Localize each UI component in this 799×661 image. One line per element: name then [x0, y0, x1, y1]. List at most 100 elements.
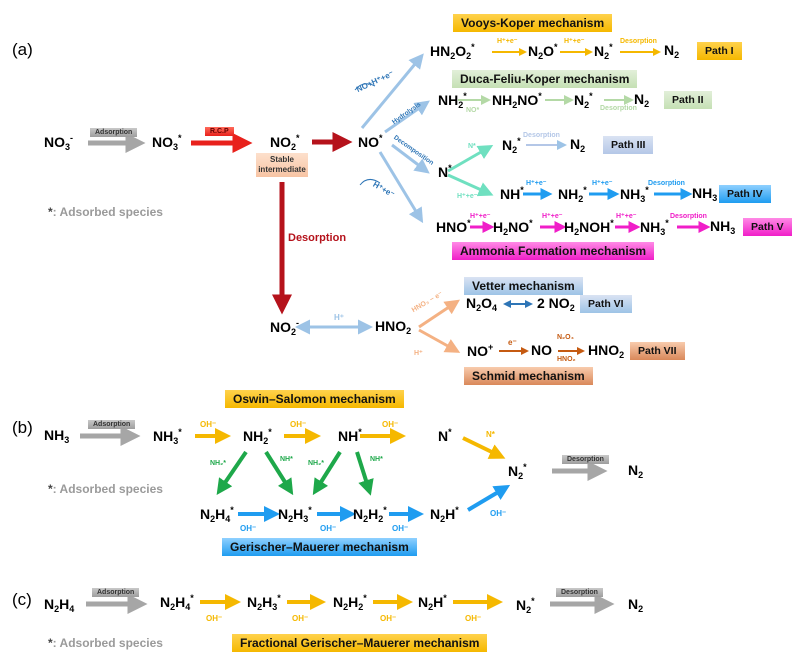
species-n2o-star: N2O* [528, 42, 558, 61]
branch-to-path-v [378, 151, 424, 224]
desorption-label-iii: Desorption [523, 132, 560, 139]
gerischer-mauerer-title: Gerischer–Mauerer mechanism [222, 538, 417, 556]
oh-label-g4: OH⁻ [490, 509, 507, 518]
species-n2h2-star-c: N2H2* [333, 593, 367, 612]
branch-to-path-i [360, 53, 424, 129]
h-e-label-iv1: H⁺+e⁻ [526, 180, 547, 187]
species-n-star-a: N* [438, 163, 452, 180]
species-nh3-star-v: NH3* [640, 218, 669, 237]
species-n2h-star-c: N2H* [418, 593, 447, 612]
species-nh3-iv: NH3 [692, 185, 718, 203]
species-no3-minus: NO3- [44, 133, 74, 152]
vooys-koper-title: Vooys-Koper mechanism [453, 14, 613, 32]
species-no3-star: NO3* [152, 133, 182, 152]
n-star-label-b: N* [486, 430, 495, 439]
oh-label-b1: OH⁻ [200, 420, 217, 429]
species-nh2-star-iv: NH2* [558, 185, 587, 204]
species-nh3-star-iv: NH3* [620, 185, 649, 204]
h-e-label-i1: H⁺+e⁻ [497, 38, 518, 45]
n2o4-catalyst-label: N₂O₄ [557, 334, 574, 341]
h-e-label-v2: H⁺+e⁻ [542, 213, 563, 220]
nh-star-label-g1: NH* [280, 456, 293, 463]
h-plus-label-peach: H⁺ [414, 350, 423, 357]
species-no-star: NO* [358, 133, 383, 150]
species-n2h4-star-c: N2H4* [160, 593, 194, 612]
branch-to-path-ii [384, 100, 430, 134]
species-n2h2-star-b: N2H2* [353, 505, 387, 524]
desorption-label-iv: Desorption [648, 180, 685, 187]
species-h2no-star: H2NO* [493, 218, 533, 237]
species-nh2no-star: NH2NO* [492, 91, 542, 110]
species-2no2: 2 NO2 [537, 295, 575, 313]
species-n2-star-iii: N2* [502, 136, 521, 155]
desorption-label-b: Desorption [562, 455, 609, 464]
species-hno-star: HNO* [436, 218, 471, 235]
legend-text: : Adsorbed species [52, 482, 163, 496]
species-n-star-b: N* [438, 427, 452, 444]
no-star-label: NO* [466, 107, 480, 114]
desorption-label-c: Desorption [556, 588, 603, 597]
species-n2-iii: N2 [570, 136, 586, 154]
species-nh3-b: NH3 [44, 427, 70, 445]
species-n2-star-ii: N2* [574, 91, 593, 110]
path-vii-label: Path VII [630, 342, 685, 360]
species-h2noh-star: H2NOH* [564, 218, 614, 237]
desorption-label-i: Desorption [620, 38, 657, 45]
nh2-star-label-g1: NH₂* [210, 460, 226, 467]
fractional-gerischer-mauerer-title: Fractional Gerischer–Mauerer mechanism [232, 634, 488, 652]
oh-label-g3: OH⁻ [392, 524, 409, 533]
species-hno2-a: HNO2 [375, 318, 412, 336]
species-n2-star-i: N2* [594, 42, 613, 61]
legend-text: : Adsorbed species [52, 636, 163, 650]
oh-label-b2: OH⁻ [290, 420, 307, 429]
branch-to-path-iii [391, 143, 430, 174]
species-no: NO [531, 342, 552, 358]
desorption-label-red: Desorption [288, 232, 347, 244]
species-nh2-star-b: NH2* [243, 427, 272, 446]
intermediate-label: intermediate [258, 165, 306, 174]
h-e-label-iv2: H⁺+e⁻ [592, 180, 613, 187]
species-hno2-vii: HNO2 [588, 342, 625, 360]
species-n2-i: N2 [664, 42, 680, 60]
species-n2-star-b: N2* [508, 462, 527, 481]
path-iii-label: Path III [603, 136, 654, 154]
species-n2-star-c: N2* [516, 596, 535, 615]
n-star-label-teal: N* [468, 143, 476, 150]
legend-a: *: Adsorbed species [48, 205, 163, 219]
species-n2h3-star-c: N2H3* [247, 593, 281, 612]
species-n2-b: N2 [628, 462, 644, 480]
species-n2-ii: N2 [634, 91, 650, 109]
species-nh-star: NH* [500, 185, 524, 202]
species-no-plus: NO+ [467, 342, 494, 359]
oh-label-g1: OH⁻ [240, 524, 257, 533]
oswin-salomon-title: Oswin–Salomon mechanism [225, 390, 404, 408]
adsorption-label-c: Adsorption [92, 588, 140, 597]
oh-label-c2: OH⁻ [292, 614, 309, 623]
schmid-title: Schmid mechanism [464, 367, 593, 385]
species-n2h4-c: N2H4 [44, 596, 75, 614]
species-hn2o2-star: HN2O2* [430, 42, 475, 61]
vetter-title: Vetter mechanism [464, 277, 583, 295]
species-n2h3-star-b: N2H3* [278, 505, 312, 524]
nh2-star-label-g2: NH₂* [308, 460, 324, 467]
legend-star: * [48, 482, 53, 496]
species-n2h4-star-b: N2H4* [200, 505, 234, 524]
species-no2-star: NO2* [270, 133, 300, 152]
legend-star: * [48, 636, 53, 650]
duca-feliu-koper-title: Duca-Feliu-Koper mechanism [452, 70, 638, 88]
panel-label-a: (a) [12, 40, 33, 59]
path-iv-label: Path IV [719, 185, 771, 203]
ammonia-formation-title: Ammonia Formation mechanism [452, 242, 655, 260]
hno2-catalyst-label: HNO₂ [557, 356, 576, 363]
path-i-label: Path I [697, 42, 742, 60]
nh-star-label-g2: NH* [370, 456, 383, 463]
legend-b: *: Adsorbed species [48, 482, 163, 496]
adsorption-label-a: Adsorption [90, 128, 138, 137]
stable-label: Stable [269, 155, 294, 164]
stable-intermediate-badge: Stable intermediate [256, 153, 308, 177]
h-plus-label-blue: H⁺ [334, 313, 344, 322]
h-e-label-i2: H⁺+e⁻ [564, 38, 585, 45]
path-vi-label: Path VI [580, 295, 632, 313]
species-no2-minus: NO2- [270, 318, 300, 337]
